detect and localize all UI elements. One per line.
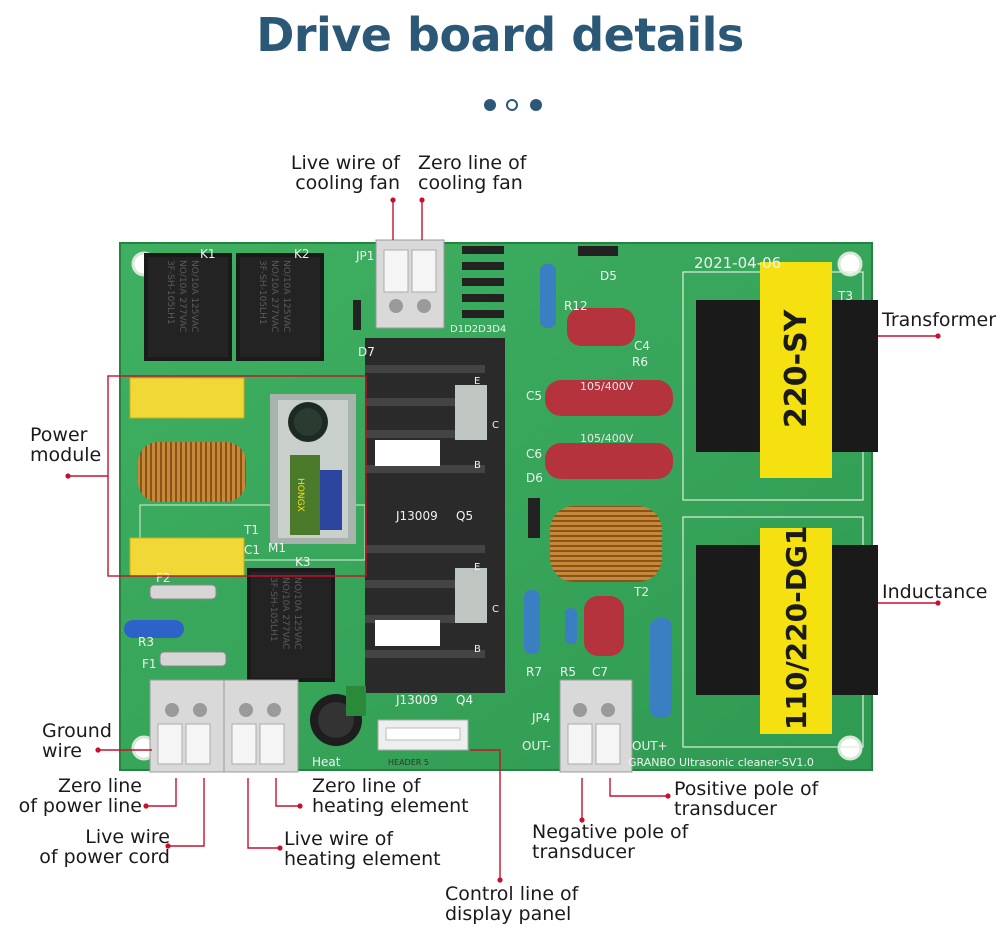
electrolytic-cap	[310, 686, 366, 746]
inductance-text: 110/220-DG1	[780, 526, 813, 730]
svg-text:M1: M1	[268, 541, 286, 555]
svg-text:R12: R12	[564, 299, 588, 313]
relay-text: 3F-SH-105LH1	[165, 260, 175, 325]
dot	[484, 99, 496, 111]
svg-text:D6: D6	[526, 471, 543, 485]
svg-text:B: B	[474, 644, 481, 655]
header-5	[377, 719, 469, 751]
toroid-t2	[550, 506, 662, 582]
relay-text: NO/10A 125VAC	[189, 260, 199, 332]
svg-text:C7: C7	[592, 665, 608, 679]
svg-text:J13009: J13009	[395, 509, 438, 523]
svg-text:B: B	[474, 460, 481, 471]
title-dots	[484, 97, 544, 113]
dot	[530, 99, 542, 111]
svg-text:Q5: Q5	[456, 509, 473, 523]
relay-text: NO/10A 277VAC	[177, 260, 187, 332]
fuses	[149, 584, 227, 667]
svg-text:Q4: Q4	[456, 693, 473, 707]
heat-sink	[353, 300, 505, 693]
svg-text:T3: T3	[837, 289, 853, 303]
relay-k1: NO/10A 125VAC NO/10A 277VAC 3F-SH-105LH1	[144, 253, 232, 361]
svg-text:R7: R7	[526, 665, 542, 679]
svg-text:D5: D5	[600, 269, 617, 283]
svg-text:E: E	[474, 562, 480, 573]
leader-dots	[65, 197, 941, 883]
svg-text:JP4: JP4	[531, 711, 550, 725]
relay-text: 3F-SH-105LH1	[268, 577, 278, 642]
svg-text:R6: R6	[632, 355, 648, 369]
svg-text:J13009: J13009	[395, 693, 438, 707]
svg-text:K2: K2	[294, 247, 310, 261]
relay-k2: NO/10A 125VAC NO/10A 277VAC 3F-SH-105LH1	[236, 253, 324, 361]
dot	[506, 99, 518, 111]
label-transformer: Transformer	[882, 309, 997, 331]
relay-text: NO/10A 125VAC	[281, 260, 291, 332]
svg-text:T1: T1	[243, 523, 259, 537]
svg-text:Heat: Heat	[312, 755, 341, 769]
svg-text:HONGX: HONGX	[295, 478, 305, 512]
svg-text:F2: F2	[156, 571, 171, 585]
page-title: Drive board details	[256, 8, 744, 62]
svg-text:F1: F1	[142, 657, 157, 671]
svg-text:C6: C6	[526, 447, 542, 461]
svg-text:R5: R5	[560, 665, 576, 679]
relay-text: 3F-SH-105LH1	[257, 260, 267, 325]
cap-text: 105/400V	[580, 380, 634, 393]
film-capacitors: 105/400V 105/400V	[545, 308, 673, 656]
leader-lines	[68, 200, 938, 880]
svg-text:K3: K3	[295, 555, 311, 569]
diodes	[462, 246, 618, 538]
relay-text: NO/10A 277VAC	[280, 577, 290, 649]
connector-jp4	[559, 679, 633, 773]
relay-text: NO/10A 125VAC	[292, 577, 302, 649]
relay-k3: NO/10A 125VAC NO/10A 277VAC 3F-SH-105LH1	[247, 568, 335, 682]
svg-text:C: C	[492, 420, 499, 431]
label-inductance: Inductance	[882, 581, 988, 603]
svg-text:E: E	[474, 376, 480, 387]
cap-text: 105/400V	[580, 432, 634, 445]
svg-text:OUT+: OUT+	[632, 739, 668, 753]
transformer-t3: 220-SY	[696, 262, 878, 478]
svg-text:C4: C4	[634, 339, 650, 353]
svg-text:D1D2D3D4: D1D2D3D4	[450, 324, 506, 335]
relay-text: NO/10A 277VAC	[269, 260, 279, 332]
svg-text:GRANBO Ultrasonic cleaner-SV1.: GRANBO Ultrasonic cleaner-SV1.0	[628, 756, 814, 769]
svg-text:K1: K1	[200, 247, 216, 261]
svg-text:C1: C1	[244, 543, 260, 557]
svg-text:D7: D7	[358, 345, 375, 359]
svg-text:C: C	[492, 604, 499, 615]
svg-text:2021-04-06: 2021-04-06	[694, 254, 781, 272]
svg-text:JP1: JP1	[355, 249, 374, 263]
power-module	[129, 377, 356, 577]
svg-text:HEADER 5: HEADER 5	[388, 758, 429, 767]
svg-text:C5: C5	[526, 389, 542, 403]
resistors	[124, 264, 672, 718]
connector-heat	[223, 679, 299, 773]
svg-text:T2: T2	[633, 585, 649, 599]
silkscreen: JP1 D7 D5 R12 C4 R6 C5 C6 D6 T3 T1 C1 M1…	[138, 247, 853, 769]
connector-power	[149, 679, 225, 773]
svg-text:OUT-: OUT-	[522, 739, 551, 753]
connector-jp1	[375, 239, 445, 329]
transformer-text: 220-SY	[779, 308, 814, 428]
inductance: 110/220-DG1	[696, 526, 878, 734]
svg-text:R3: R3	[138, 635, 154, 649]
